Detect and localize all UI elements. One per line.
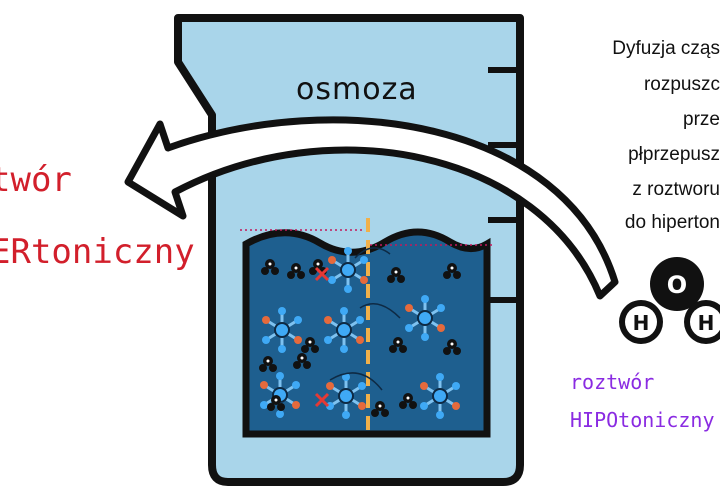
atom-h-left-label: H xyxy=(633,311,650,335)
hypertonic-label-line1: twór xyxy=(0,160,72,200)
description-line: płprzepusz xyxy=(628,144,720,165)
description-line: Dyfuzja cząs xyxy=(612,38,720,59)
hypotonic-label-line1: roztwór xyxy=(570,370,655,394)
water-molecule-icon xyxy=(619,257,720,344)
blocked-x-icon xyxy=(314,392,330,408)
atom-o-label: O xyxy=(667,271,687,299)
osmosis-arrow-icon xyxy=(124,116,619,300)
hypertonic-label-line2: ERtoniczny xyxy=(0,232,195,272)
flow-arrow xyxy=(354,247,391,259)
description-line: z roztworu xyxy=(632,179,720,200)
atom-h-right-label: H xyxy=(698,311,715,335)
description-line: rozpuszc xyxy=(643,74,720,95)
description-line: do hiperton xyxy=(624,212,720,233)
beaker-title: osmoza xyxy=(296,72,418,107)
blocked-x-icon xyxy=(314,266,330,282)
description-line: prze xyxy=(683,109,720,130)
flow-arrow xyxy=(359,303,401,319)
hypotonic-label-line2: HIPOtoniczny xyxy=(570,408,715,432)
flow-arrow xyxy=(329,372,383,391)
